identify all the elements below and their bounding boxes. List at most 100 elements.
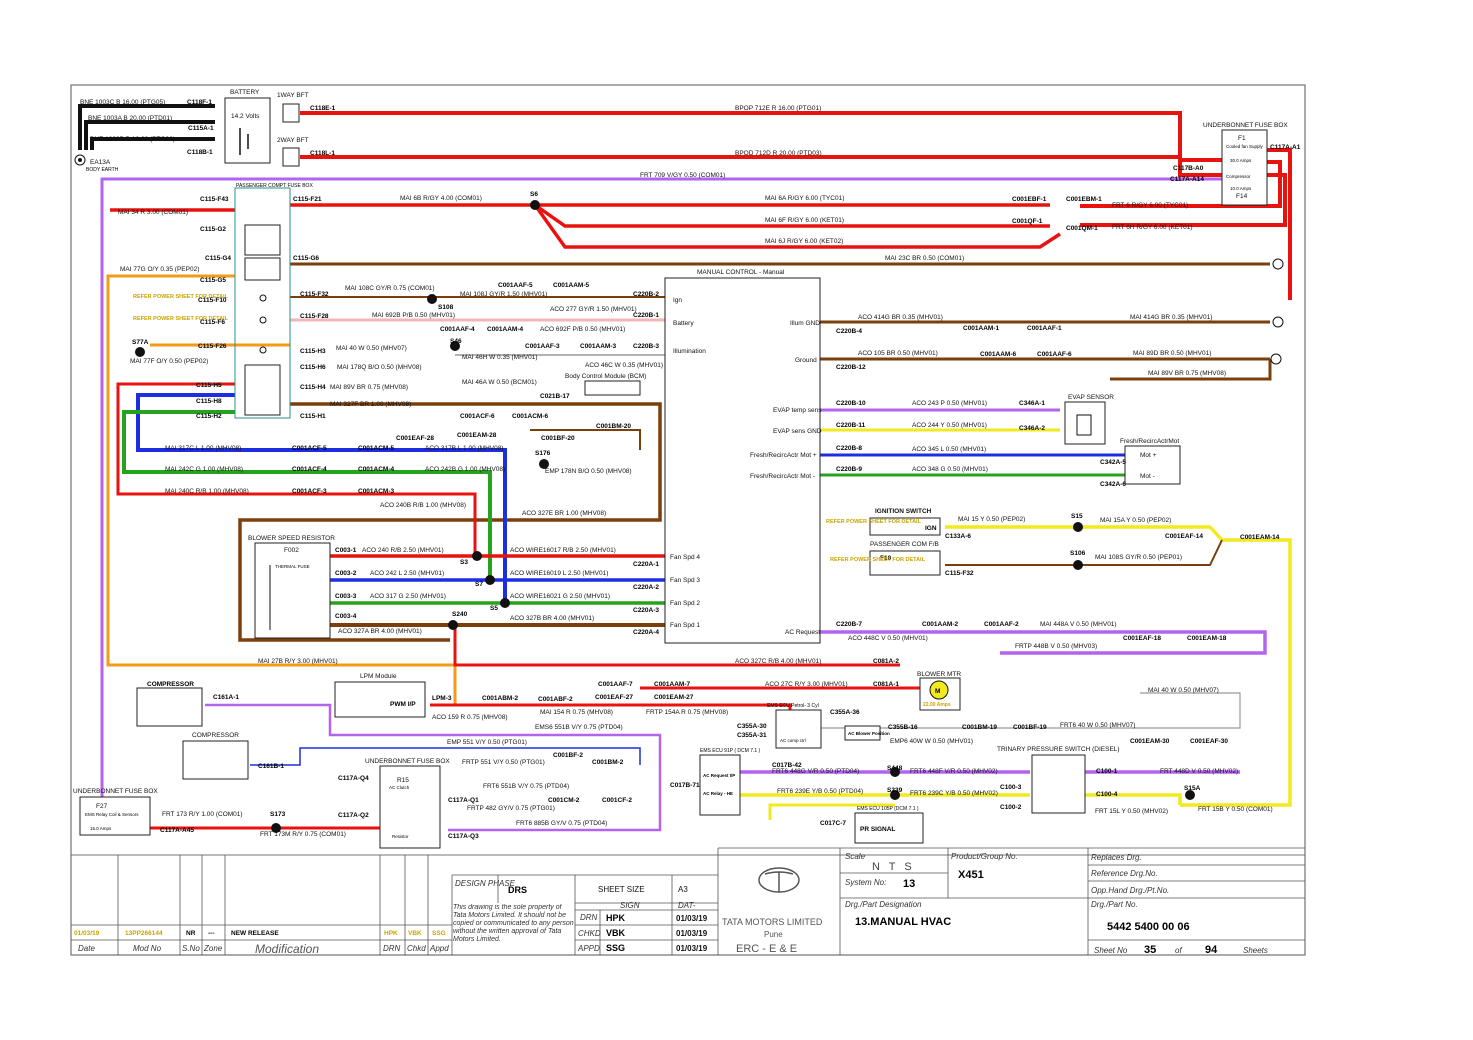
con-76: S106 (1070, 550, 1086, 557)
con-125: S239 (887, 787, 903, 794)
wl-9: MAI 6J R/GY 6.00 (KET02) (765, 238, 843, 245)
con-19: C115-F10 (198, 297, 227, 304)
wl-53: ACO WIRE16021 G 2.50 (MHV01) (510, 593, 610, 600)
con-25: C001AAM-5 (553, 282, 590, 289)
wire-emp-178n (530, 429, 641, 450)
f10-label: F10 (880, 555, 892, 562)
ems-105p-label: EMS ECU 105P (DCM 7.1 ) (857, 806, 919, 812)
row-drn-role: DRN (580, 913, 598, 922)
ground-terminals-right (1270, 258, 1284, 365)
wl-36: ACO 414G BR 0.35 (MHV01) (858, 314, 943, 321)
fresh-recirc-motor: Fresh/RecircActrMot Mot + Mot - (1120, 438, 1181, 485)
wl-32: MAI 240C R/B 1.00 (MHV08) (165, 488, 249, 495)
compressor-amps: 10.0 Amps (1230, 186, 1252, 191)
con-88: C220A-4 (633, 629, 659, 636)
compressor-1: COMPRESSOR (136, 681, 203, 727)
wire-mai-77g (106, 274, 457, 705)
con-69: C220B-9 (836, 466, 862, 473)
wl-20: MAI 46H W 0.35 (MHV01) (462, 354, 538, 361)
wl-38: ACO 105 BR 0.50 (MHV01) (858, 350, 938, 357)
con-111: C001EAF-30 (1190, 738, 1228, 745)
passenger-fuse-box-label: PASSENGER COMPT FUSE BOX (236, 183, 313, 189)
wl-61: ACO 27C R/Y 3.00 (MHV01) (765, 681, 848, 688)
con-16: C115-G4 (205, 255, 231, 262)
con-36: C115-H3 (300, 348, 326, 355)
wl-35: ACO 327E BR 1.00 (MHV08) (522, 510, 606, 517)
wl-43: ACO 345 L 0.50 (MHV01) (912, 446, 986, 453)
rev-modification: NEW RELEASE (231, 930, 279, 937)
hdr-zone: Zone (203, 944, 223, 953)
f27-desc: EMS Relay Coil & Sensors (85, 812, 139, 817)
con-71: C133A-6 (945, 533, 971, 540)
con-28: C001AAF-4 (440, 326, 475, 333)
rev-appd: SSG (432, 930, 446, 937)
wl-76: FRT 15L Y 0.50 (MHV02) (1095, 808, 1168, 815)
wire-aco-327c (453, 625, 900, 667)
refer-power-notes: REFER POWER SHEET FOR DETAIL REFER POWER… (133, 294, 926, 563)
sheet-size: A3 (678, 885, 688, 894)
con-102: C001AAF-7 (598, 681, 633, 688)
con-110: C001EAM-30 (1130, 738, 1170, 745)
con-7: C117A-A14 (1170, 176, 1204, 183)
sheet-no-label: Sheet No (1094, 946, 1128, 955)
wl-67: FRTP 551 V/Y 0.50 (PTG01) (462, 759, 545, 766)
con-18: C115-G6 (293, 255, 319, 262)
f27-amps: 15.0 Amps (90, 826, 112, 831)
con-46: C001EAF-28 (396, 435, 434, 442)
blower-mtr-label: BLOWER MTR (917, 671, 961, 678)
lpm-label: LPM Module (360, 673, 397, 680)
con-56: C001ACM-3 (358, 488, 395, 495)
wire-mai-6 (110, 203, 1061, 249)
mot-minus: Mot - (1140, 473, 1155, 480)
wl-33: ACO 240B R/B 1.00 (MHV08) (380, 502, 466, 509)
con-101: C001EAM-27 (654, 694, 694, 701)
wl-79: EMP6 40W W 0.50 (MHV01) (890, 738, 973, 745)
manual-control-module: MANUAL CONTROL - Manual Ign Battery Illu… (664, 269, 822, 644)
row-drn-sign: HPK (606, 913, 626, 923)
con-72: S15 (1071, 513, 1083, 520)
wl-81: FRT 173 R/Y 1.00 (COM01) (162, 811, 243, 818)
con-78: S3 (460, 559, 468, 566)
con-14: C001QM-1 (1066, 225, 1098, 232)
f1-desc: Cooled fan Supply (1226, 144, 1264, 149)
con-60: C220B-12 (836, 364, 866, 371)
connector-labels: C118F-1 C115A-1 C118B-1 C118E-1 C118L-1 … (132, 99, 1301, 840)
con-131: S173 (270, 811, 286, 818)
wl-26: MAI 89V BR 0.75 (MHV08) (330, 384, 408, 391)
con-85: C220A-3 (633, 607, 659, 614)
rev-zone: --- (208, 930, 215, 937)
con-75: C115-F32 (945, 570, 974, 577)
con-44: C001ACF-6 (460, 413, 495, 420)
con-80: C003-2 (335, 570, 357, 577)
con-45: C001ACM-6 (512, 413, 549, 420)
con-115: C117A-Q4 (338, 775, 369, 782)
wl-3: BPOP 712E R 16.00 (PTG01) (735, 105, 821, 112)
con-3: C118E-1 (310, 105, 336, 112)
ac-relay-label: AC Relay - HE (703, 791, 733, 796)
wire-pr-signal (768, 803, 895, 820)
con-22: C115-F6 (200, 319, 225, 326)
thermal-fuse-label: THERMAL FUSE (275, 564, 310, 569)
rev-date: 01/03/19 (74, 930, 100, 937)
evap-sensor: EVAP SENSOR (1064, 394, 1114, 445)
wl-64: ACO 159 R 0.75 (MHV08) (432, 714, 508, 721)
pin-illum-gnd: Illum GND (790, 320, 820, 327)
ems-ecu-91p: EMS ECU 91P ( DCM 7.1 ) AC Request I/P A… (699, 748, 761, 816)
splice-points (135, 200, 1195, 833)
con-90: C001AAM-2 (922, 621, 959, 628)
passenger-fuse-box: PASSENGER COMPT FUSE BOX (234, 183, 313, 419)
con-74: C001EAM-14 (1240, 534, 1280, 541)
refer-power-2: REFER POWER SHEET FOR DETAIL (133, 316, 229, 322)
designation-value: 13.MANUAL HVAC (855, 916, 951, 928)
pin-fan3: Fan Spd 3 (670, 577, 700, 584)
pin-ac-request: AC Request (785, 629, 820, 636)
wire-frt-15l (1085, 793, 1182, 805)
bft-1way: 1WAY BFT (277, 92, 309, 123)
wl-13: MAI 23C BR 0.50 (COM01) (885, 255, 964, 262)
con-67: C220B-8 (836, 445, 862, 452)
ac-clutch-label: AC Clutch (389, 785, 410, 790)
wire-mai-15 (945, 525, 1292, 807)
con-59: C001AAF-1 (1027, 325, 1062, 332)
body-earth-label: BODY EARTH (86, 167, 119, 173)
con-27: C220B-1 (633, 312, 659, 319)
